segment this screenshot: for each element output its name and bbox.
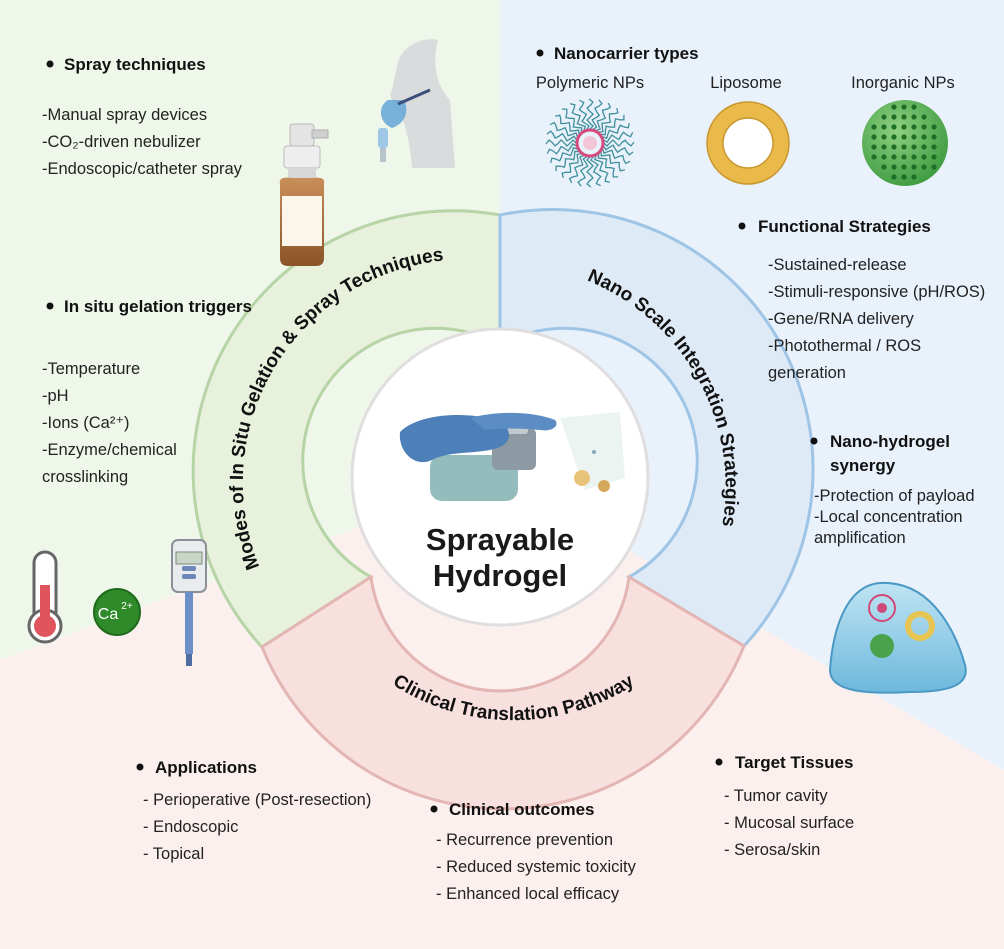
nebulizer-mask-icon [378,39,455,169]
gelation-item: -pH [42,387,69,405]
functional-item: -Photothermal / ROS [768,337,921,355]
nanocarrier-type-label: Liposome [710,74,782,92]
functional-strategies-heading: Functional Strategies [758,217,931,236]
calcium-ion-badge: Ca 2+ [93,588,141,636]
functional-item: -Sustained-release [768,256,907,274]
spray-item: -CO₂-driven nebulizer [42,133,201,151]
synergy-item: amplification [814,529,906,547]
bullet-icon [430,805,438,813]
spray-techniques-heading: Spray techniques [64,55,206,74]
tissues-item: - Mucosal surface [724,814,854,832]
applications-heading: Applications [155,758,257,777]
ph-meter-icon [171,539,207,666]
spray-item: -Endoscopic/catheter spray [42,160,243,178]
spray-item: -Manual spray devices [42,106,207,124]
bullet-icon [46,302,54,310]
inorganic-nanoparticle-icon [862,100,948,186]
tissues-item: - Tumor cavity [724,787,828,805]
functional-item: generation [768,364,846,382]
nanocarrier-type-label: Inorganic NPs [851,74,955,92]
synergy-heading-line2: synergy [830,456,896,475]
synergy-item: -Protection of payload [814,487,975,505]
bullet-icon [536,49,544,57]
calcium-ion-charge: 2+ [121,601,133,612]
ring-segment-right [498,208,815,648]
liposome-icon [706,101,790,185]
bullet-icon [738,222,746,230]
applications-item: - Endoscopic [143,818,238,836]
functional-item: -Gene/RNA delivery [768,310,915,328]
gelation-item: -Ions (Ca²⁺) [42,414,130,432]
hydrogel-nanoparticle-illustration [828,581,967,694]
synergy-heading-line1: Nano-hydrogel [830,432,950,451]
calcium-ion-text: Ca [98,606,119,623]
bullet-icon [810,437,818,445]
outcomes-item: - Enhanced local efficacy [436,885,620,903]
ring-segment-bottom [260,574,746,811]
gelation-item: -Temperature [42,360,140,378]
bullet-icon [136,763,144,771]
nanocarrier-type-label: Polymeric NPs [536,74,644,92]
outcomes-item: - Recurrence prevention [436,831,613,849]
spray-bottle-icon [279,123,329,266]
applications-item: - Topical [143,845,204,863]
center-title-line2: Hydrogel [433,558,567,593]
gelation-item: crosslinking [42,468,128,486]
clinical-outcomes-heading: Clinical outcomes [449,800,594,819]
outcomes-item: - Reduced systemic toxicity [436,858,637,876]
center-title-line1: Sprayable [426,522,574,557]
bullet-icon [715,758,723,766]
gelation-item: -Enzyme/chemical [42,441,177,459]
functional-item: -Stimuli-responsive (pH/ROS) [768,283,985,301]
synergy-item: -Local concentration [814,508,963,526]
tissues-item: - Serosa/skin [724,841,820,859]
polymeric-nanoparticle-icon [545,98,635,188]
applications-item: - Perioperative (Post-resection) [143,791,371,809]
nanocarrier-types-heading: Nanocarrier types [554,44,699,63]
target-tissues-heading: Target Tissues [735,753,853,772]
bullet-icon [46,60,54,68]
gelation-triggers-heading: In situ gelation triggers [64,297,252,316]
thermometer-icon [27,550,63,644]
spray-bottle-hand-illustration [399,412,625,501]
